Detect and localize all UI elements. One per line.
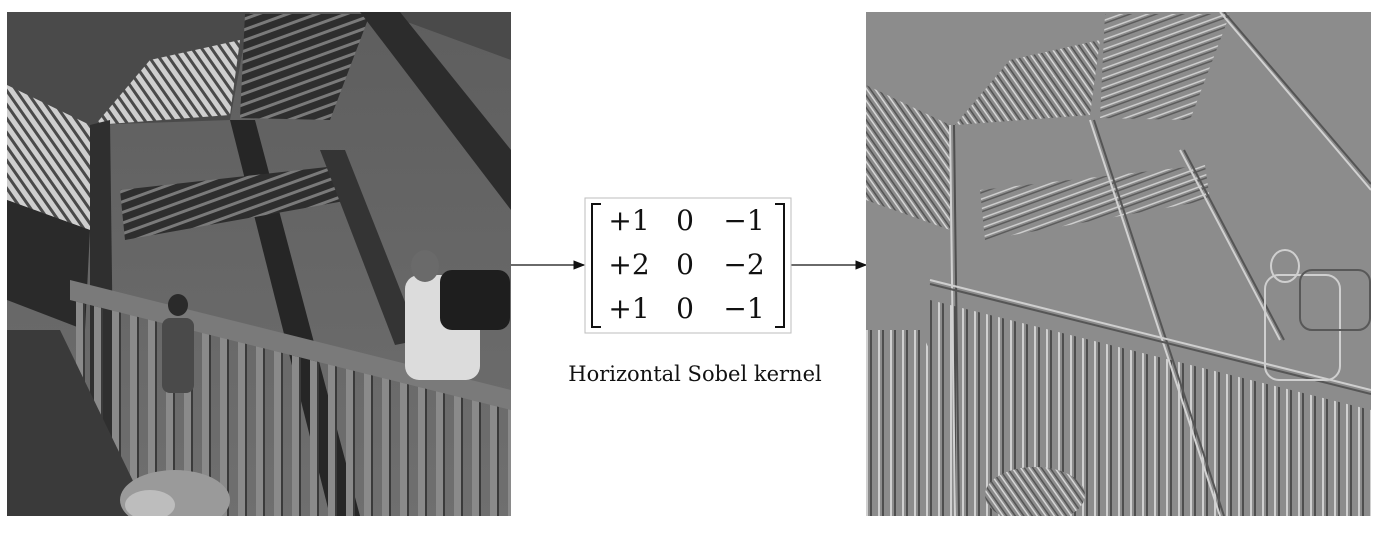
kernel-matrix [584,197,792,334]
kernel-caption: Horizontal Sobel kernel [568,362,822,386]
kernel-cell: 0 [676,248,694,281]
kernel-cell: +2 [608,248,650,281]
input-photo [7,12,511,516]
kernel-cell: +1 [608,204,650,237]
output-edge-map [866,12,1371,516]
kernel-cell: −1 [723,204,765,237]
kernel-cell: 0 [676,292,694,325]
right-bracket [775,203,785,328]
kernel-cell: 0 [676,204,694,237]
kernel-cell: −1 [723,292,765,325]
kernel-box [584,197,792,334]
left-bracket [591,203,601,328]
kernel-cell: +1 [608,292,650,325]
kernel-cell: −2 [723,248,765,281]
kernel-values: +1 0 −1 +2 0 −2 +1 0 −1 [598,199,778,331]
